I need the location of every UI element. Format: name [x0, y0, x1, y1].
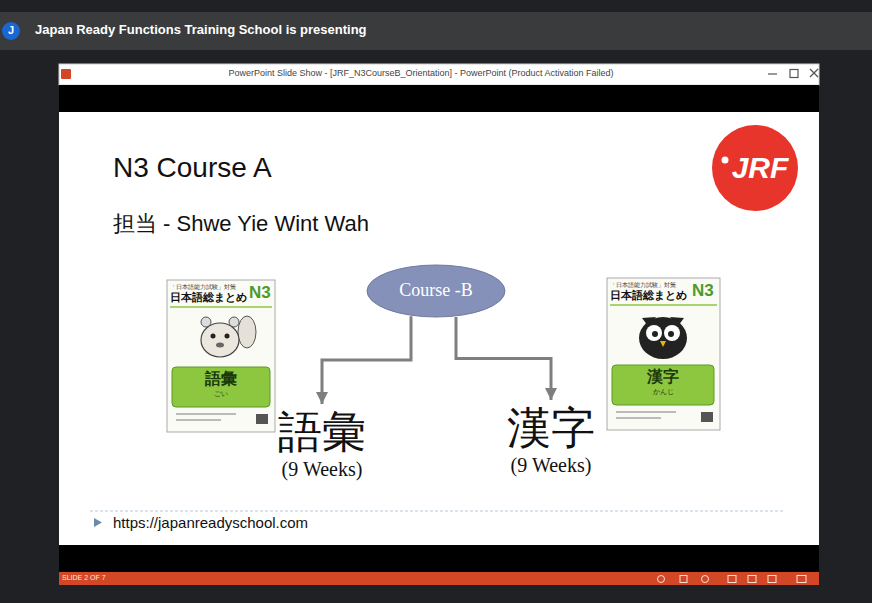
- status-icons: [658, 576, 807, 583]
- presenting-banner: [0, 12, 872, 50]
- avatar-letter: J: [8, 24, 14, 37]
- book-subject: 漢字: [647, 367, 679, 386]
- footer-rule: [90, 511, 785, 512]
- book-title: 日本語総まとめ: [610, 289, 687, 302]
- website-url: https://japanreadyschool.com: [113, 514, 308, 532]
- window-titlebar: [59, 64, 819, 85]
- book-reading: ごい: [214, 390, 228, 398]
- connector-arrow: [456, 317, 551, 400]
- powerpoint-icon: [61, 69, 71, 79]
- avatar-circle: [2, 22, 20, 40]
- book-subject: 語彙: [205, 369, 237, 388]
- course-ellipse: Course -B: [366, 264, 506, 318]
- subject-node: 語彙(9 Weeks): [274, 406, 370, 483]
- logo-circle: [712, 125, 798, 211]
- close-icon: [810, 69, 818, 77]
- connector-arrow: [322, 316, 411, 404]
- vocabulary-book-cover: [167, 280, 275, 432]
- window-title: PowerPoint Slide Show - [JRF_N3CourseB_O…: [228, 68, 613, 79]
- book-series: 「日本語能力試験」対策: [170, 283, 236, 290]
- node-subtext: (9 Weeks): [282, 457, 363, 481]
- status-bar: [59, 572, 819, 585]
- book-level: N3: [692, 281, 714, 301]
- book-level: N3: [249, 283, 271, 303]
- maximize-icon: [790, 70, 798, 78]
- logo-dot: [722, 157, 729, 164]
- ellipse-shape: [367, 265, 505, 317]
- logo-text: JRF: [732, 150, 789, 186]
- slide-background: [59, 112, 819, 545]
- bullet-triangle: [94, 518, 102, 527]
- letterbox-bottom: [59, 545, 819, 572]
- slide-title: N3 Course A: [113, 151, 272, 185]
- book-reading: かんじ: [653, 388, 674, 396]
- node-heading: 漢字: [507, 404, 595, 453]
- subject-node: 漢字(9 Weeks): [503, 402, 599, 479]
- node-heading: 語彙: [278, 408, 366, 457]
- node-heading: Course -B: [399, 280, 473, 302]
- minimize-icon: [768, 73, 777, 74]
- book-title: 日本語総まとめ: [170, 291, 247, 304]
- book-series: 「日本語能力試験」対策: [610, 281, 676, 288]
- teacher-name: 担当 - Shwe Yie Wint Wah: [113, 211, 369, 237]
- presenting-text: Japan Ready Functions Training School is…: [35, 22, 367, 38]
- kanji-book-cover: [607, 278, 720, 430]
- node-subtext: (9 Weeks): [511, 453, 592, 477]
- letterbox-top: [59, 85, 819, 112]
- slide-counter: SLIDE 2 OF 7: [62, 574, 106, 582]
